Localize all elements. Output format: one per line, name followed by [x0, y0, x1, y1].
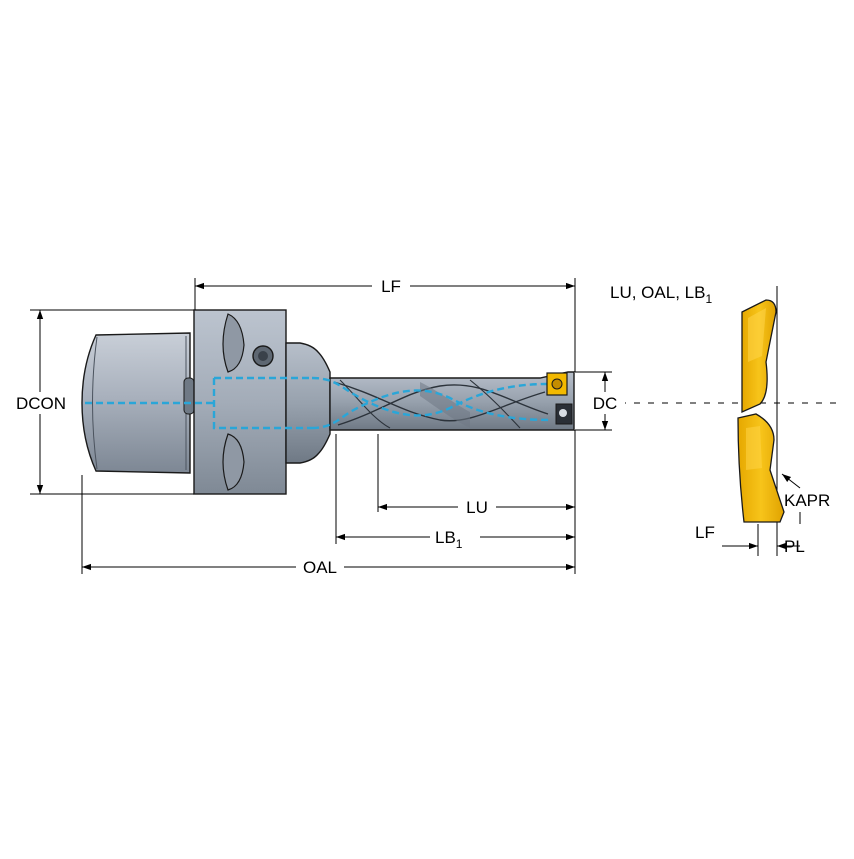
insert-header-main: LU, OAL, LB: [610, 283, 705, 302]
pl-label: PL: [784, 537, 805, 556]
insert-lf-label: LF: [695, 523, 715, 542]
kapr-label: KAPR: [784, 491, 830, 510]
coolant-channel-main: [85, 376, 312, 430]
insert-header-sub: 1: [705, 292, 712, 306]
insert-header-label: LU, OAL, LB1: [610, 283, 712, 306]
coolant-port-inner: [258, 351, 268, 361]
lb1-label-main: LB: [435, 528, 456, 547]
coolant-channel-lower: [311, 389, 553, 430]
flute-2: [337, 384, 549, 426]
lu-label: LU: [466, 498, 488, 517]
insert-upper-highlight: [748, 308, 766, 362]
flute-3: [339, 379, 391, 429]
lb1-label: LB1: [435, 528, 463, 551]
insert-screw-outer: [551, 378, 563, 390]
dcon-label: DCON: [16, 394, 66, 413]
insert-screw-inner: [559, 409, 567, 417]
lb1-label-sub: 1: [456, 537, 463, 551]
shank-facet-line: [92, 336, 98, 470]
flute-1: [333, 381, 546, 422]
flute-4: [469, 379, 521, 429]
lf-label: LF: [381, 277, 401, 296]
kapr-leader: [781, 473, 801, 489]
coolant-channel-upper: [311, 376, 549, 417]
oal-label: OAL: [303, 558, 337, 577]
shank-slot: [183, 377, 195, 415]
flange-groove-top: [222, 313, 245, 373]
insert-lower-highlight: [746, 426, 762, 470]
neck: [285, 342, 331, 464]
flange-groove-bottom: [222, 433, 245, 491]
dc-label: DC: [593, 394, 618, 413]
flute-shadow: [420, 382, 470, 428]
